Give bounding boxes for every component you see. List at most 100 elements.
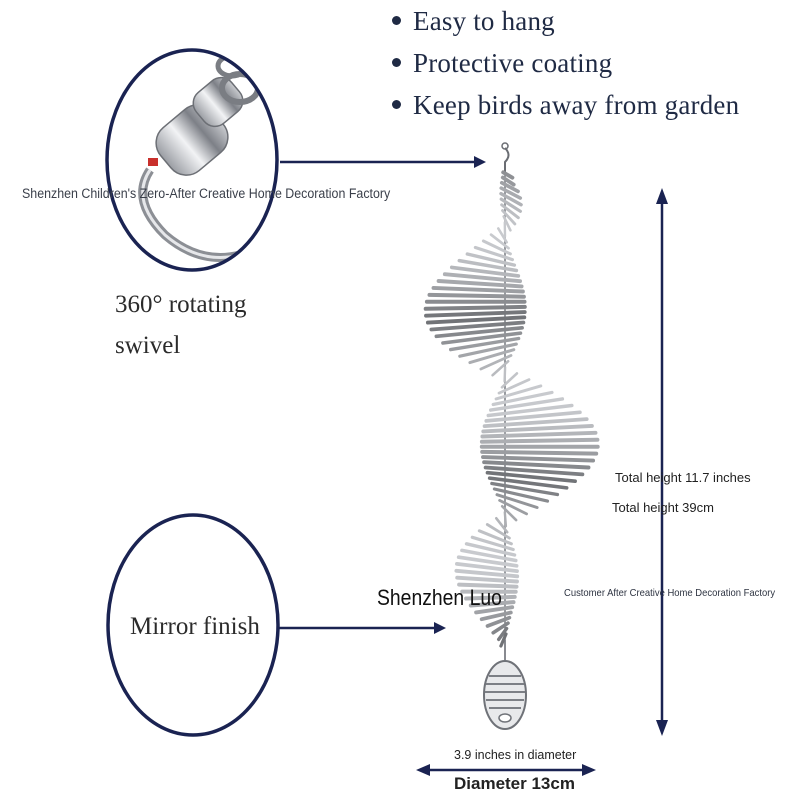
feature-item-keep-birds-away: Keep birds away from garden [392, 90, 739, 121]
spinner-slat [499, 186, 523, 200]
spinner-slat [479, 354, 513, 371]
spinner-slat [500, 504, 518, 522]
mirror-finish-ring [106, 513, 280, 737]
spinner-slat [424, 310, 527, 318]
spinner-slat [499, 632, 508, 648]
spinner-slat [482, 417, 589, 429]
spinner-slat [441, 331, 523, 345]
spinner-slat [465, 252, 517, 267]
spinner-slat [481, 455, 596, 463]
spinner-slat [431, 285, 525, 294]
spinner-slat [484, 410, 582, 423]
spinner-slat [481, 423, 594, 434]
spinner-slat [499, 197, 523, 213]
swivel-closeup [105, 48, 279, 272]
spinner-slat [500, 372, 519, 389]
watermark-right: Customer After Creative Home Decoration … [564, 587, 776, 599]
spinner-slat [455, 575, 519, 584]
spinner-slat [498, 498, 528, 516]
spinner-slat [485, 470, 577, 484]
spinner-slat [456, 555, 519, 568]
finish-pointer-arrow [279, 622, 446, 634]
diameter-cm-label: Diameter 13cm [454, 774, 575, 793]
spinner-slat [494, 516, 509, 534]
swivel-pointer-arrow [280, 156, 486, 168]
wind-spinner [423, 142, 600, 690]
feature-item-easy-to-hang: Easy to hang [392, 6, 555, 37]
spinner-slat [454, 562, 519, 573]
pendant [483, 640, 527, 730]
spinner-slat [489, 397, 565, 412]
spinner-slat [457, 582, 519, 589]
spinner-slat [503, 511, 508, 528]
spinner-slat [500, 203, 520, 220]
spinner-slat [479, 610, 513, 622]
mirror-finish-label: Mirror finish [130, 613, 260, 640]
spinner-slat [489, 233, 510, 250]
spinner-slat [492, 487, 550, 503]
spinner-slat [487, 476, 569, 490]
feature-text: Easy to hang [413, 6, 555, 36]
spinner-slat [497, 626, 509, 642]
spinner-slat [479, 437, 600, 444]
spinner-slat [481, 239, 512, 256]
spinner-slat [502, 215, 512, 232]
spinner-slat [449, 265, 521, 278]
spinner-slat [423, 304, 527, 311]
spinner-slat [490, 481, 560, 497]
spinner-slat [457, 258, 519, 273]
bullet-icon [392, 16, 401, 26]
spinner-slat [427, 292, 526, 299]
spinner-slat [495, 493, 539, 509]
spinner-slat [425, 315, 527, 325]
spinner-slat [486, 403, 574, 418]
bullet-icon [392, 58, 401, 68]
spinner-slat [500, 175, 516, 187]
spinner-slat [429, 320, 526, 332]
watermark-top: Shenzhen Children's Zero-After Creative … [22, 186, 391, 201]
spinner-slat [485, 615, 512, 628]
spinner-slat [449, 336, 521, 352]
spinner-slat [485, 523, 511, 540]
spinner-slat [468, 600, 516, 608]
spinner-slat [483, 465, 585, 477]
spinner-slat [497, 378, 531, 395]
spinner-slat [491, 359, 510, 377]
spinner-slat [501, 170, 515, 180]
bullet-icon [392, 100, 401, 110]
spinner-slat [480, 449, 599, 456]
swivel-label-line2: swivel [115, 332, 181, 359]
watermark-mid: Shenzhen Luo [377, 585, 502, 610]
spinner-slat [442, 272, 522, 284]
spinner-slat [464, 542, 517, 557]
spinner-slat [477, 529, 513, 546]
spinner-slat [499, 180, 520, 194]
swivel-label: 360° rotating swivel [115, 284, 247, 366]
spinner-slat [491, 390, 554, 407]
spinner-slat [474, 605, 515, 615]
swivel-label-line1: 360° rotating [115, 291, 247, 318]
spinner-slat [496, 227, 509, 244]
spinner-slat [458, 342, 518, 358]
spinner-slat [499, 191, 523, 207]
spinner-slat [468, 348, 516, 365]
height-inches-label: Total height 11.7 inches [615, 470, 751, 485]
spinner-slat [470, 535, 515, 552]
feature-item-protective-coating: Protective coating [392, 48, 612, 79]
spinner-slat [434, 325, 524, 339]
spinner-slat [454, 568, 520, 579]
spinner-slat [464, 594, 517, 601]
diameter-dimension-arrow [416, 764, 596, 776]
spinner-slat [494, 384, 543, 401]
spinner-slat [473, 245, 515, 262]
feature-text: Protective coating [413, 48, 613, 78]
spinner-slat [503, 366, 507, 383]
spinner-slat [460, 548, 518, 563]
spinner-slat [480, 430, 598, 439]
spinner-slat [436, 279, 524, 289]
feature-text: Keep birds away from garden [413, 90, 740, 120]
diameter-inches-label: 3.9 inches in diameter [454, 748, 577, 762]
spinner-slat [491, 621, 510, 635]
spinner-slat [501, 209, 517, 226]
